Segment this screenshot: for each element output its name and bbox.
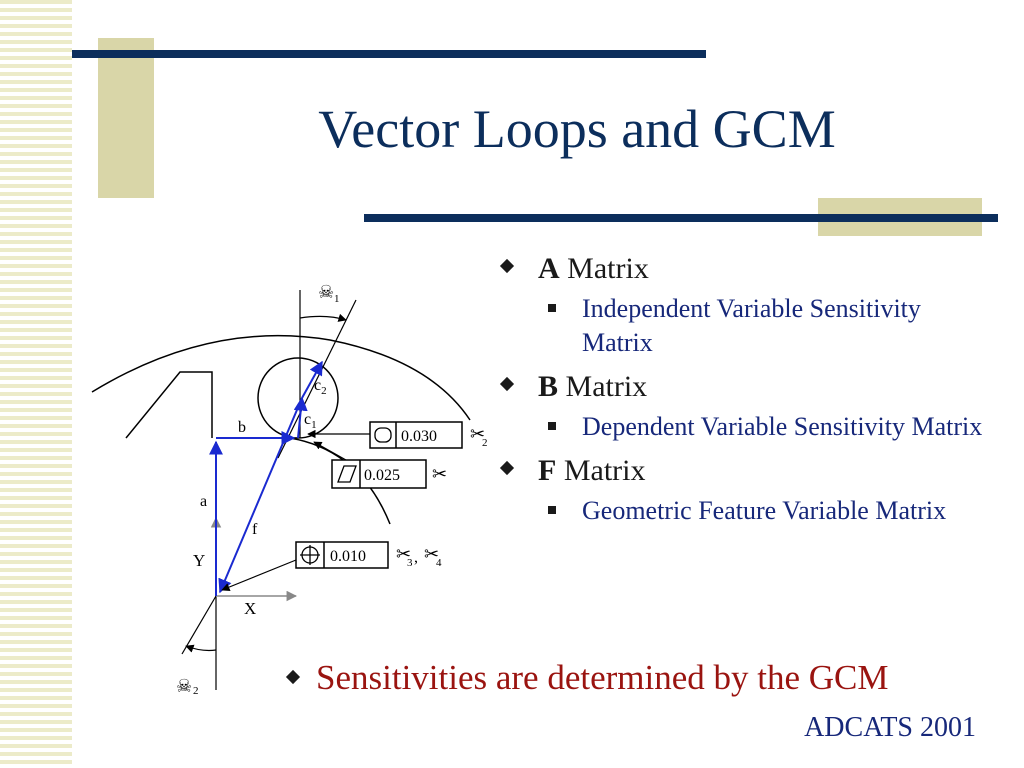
svg-text:2: 2 <box>193 685 199 697</box>
label-c2: c2 <box>314 377 327 397</box>
axis-x-label: X <box>244 599 256 618</box>
svg-text:☠: ☠ <box>176 676 192 696</box>
svg-text:✂: ✂ <box>396 544 411 564</box>
title-deco-block <box>98 38 154 198</box>
svg-text:3: 3 <box>407 557 413 569</box>
footer-text: ADCATS 2001 <box>804 712 976 743</box>
skull-crossbones-icon: ☠ 2 <box>176 676 199 697</box>
tolerance-frame-position: 0.010 ✂ 3 , ✂ 4 <box>221 541 442 592</box>
svg-text:✂: ✂ <box>424 544 439 564</box>
bullet-a-matrix: A Matrix <box>496 252 996 286</box>
label-b: b <box>238 419 246 436</box>
bullet-f-matrix: F Matrix <box>496 454 996 488</box>
outer-arc <box>91 334 471 421</box>
svg-text:,: , <box>414 549 418 566</box>
svg-text:4: 4 <box>436 557 442 569</box>
diamond-bullet-icon <box>285 669 301 685</box>
svg-text:✂: ✂ <box>432 464 447 484</box>
svg-text:2: 2 <box>482 437 488 449</box>
left-decorative-stripes <box>0 0 72 768</box>
part-outline <box>125 371 213 439</box>
skull-crossbones-icon: ☠ 1 <box>318 282 340 305</box>
top-rule <box>72 50 706 58</box>
bullet-b-matrix: B Matrix <box>496 370 996 404</box>
bottom-rule <box>364 214 998 222</box>
square-bullet-icon <box>548 422 556 430</box>
tolerance-frame-flatness: 0.025 ✂ <box>313 441 447 489</box>
diamond-bullet-icon <box>499 376 515 392</box>
slide-title: Vector Loops and GCM <box>318 99 836 159</box>
diamond-bullet-icon <box>499 460 515 476</box>
tolerance-frame-circularity: 0.030 ✂ 2 <box>307 421 488 449</box>
svg-text:✂: ✂ <box>470 424 485 444</box>
svg-text:0.025: 0.025 <box>364 467 400 484</box>
diamond-bullet-icon <box>499 258 515 274</box>
svg-text:1: 1 <box>334 293 340 305</box>
label-a: a <box>200 493 207 510</box>
feature-circle <box>257 357 339 439</box>
svg-text:0.030: 0.030 <box>401 428 437 445</box>
square-bullet-icon <box>548 304 556 312</box>
square-bullet-icon <box>548 506 556 514</box>
axis-y-label: Y <box>193 551 205 570</box>
bullet-list: A Matrix Independent Variable Sensitivit… <box>496 252 996 538</box>
bottom-bullet: Sensitivities are determined by the GCM <box>280 658 889 698</box>
sub-bullet-a: Independent Variable Sensitivity Matrix <box>496 292 996 360</box>
svg-text:0.010: 0.010 <box>330 548 366 565</box>
sub-bullet-f: Geometric Feature Variable Matrix <box>496 494 996 528</box>
label-f: f <box>252 521 258 538</box>
svg-text:☠: ☠ <box>318 282 334 302</box>
sub-bullet-b: Dependent Variable Sensitivity Matrix <box>496 410 996 444</box>
label-c1: c1 <box>304 411 317 431</box>
